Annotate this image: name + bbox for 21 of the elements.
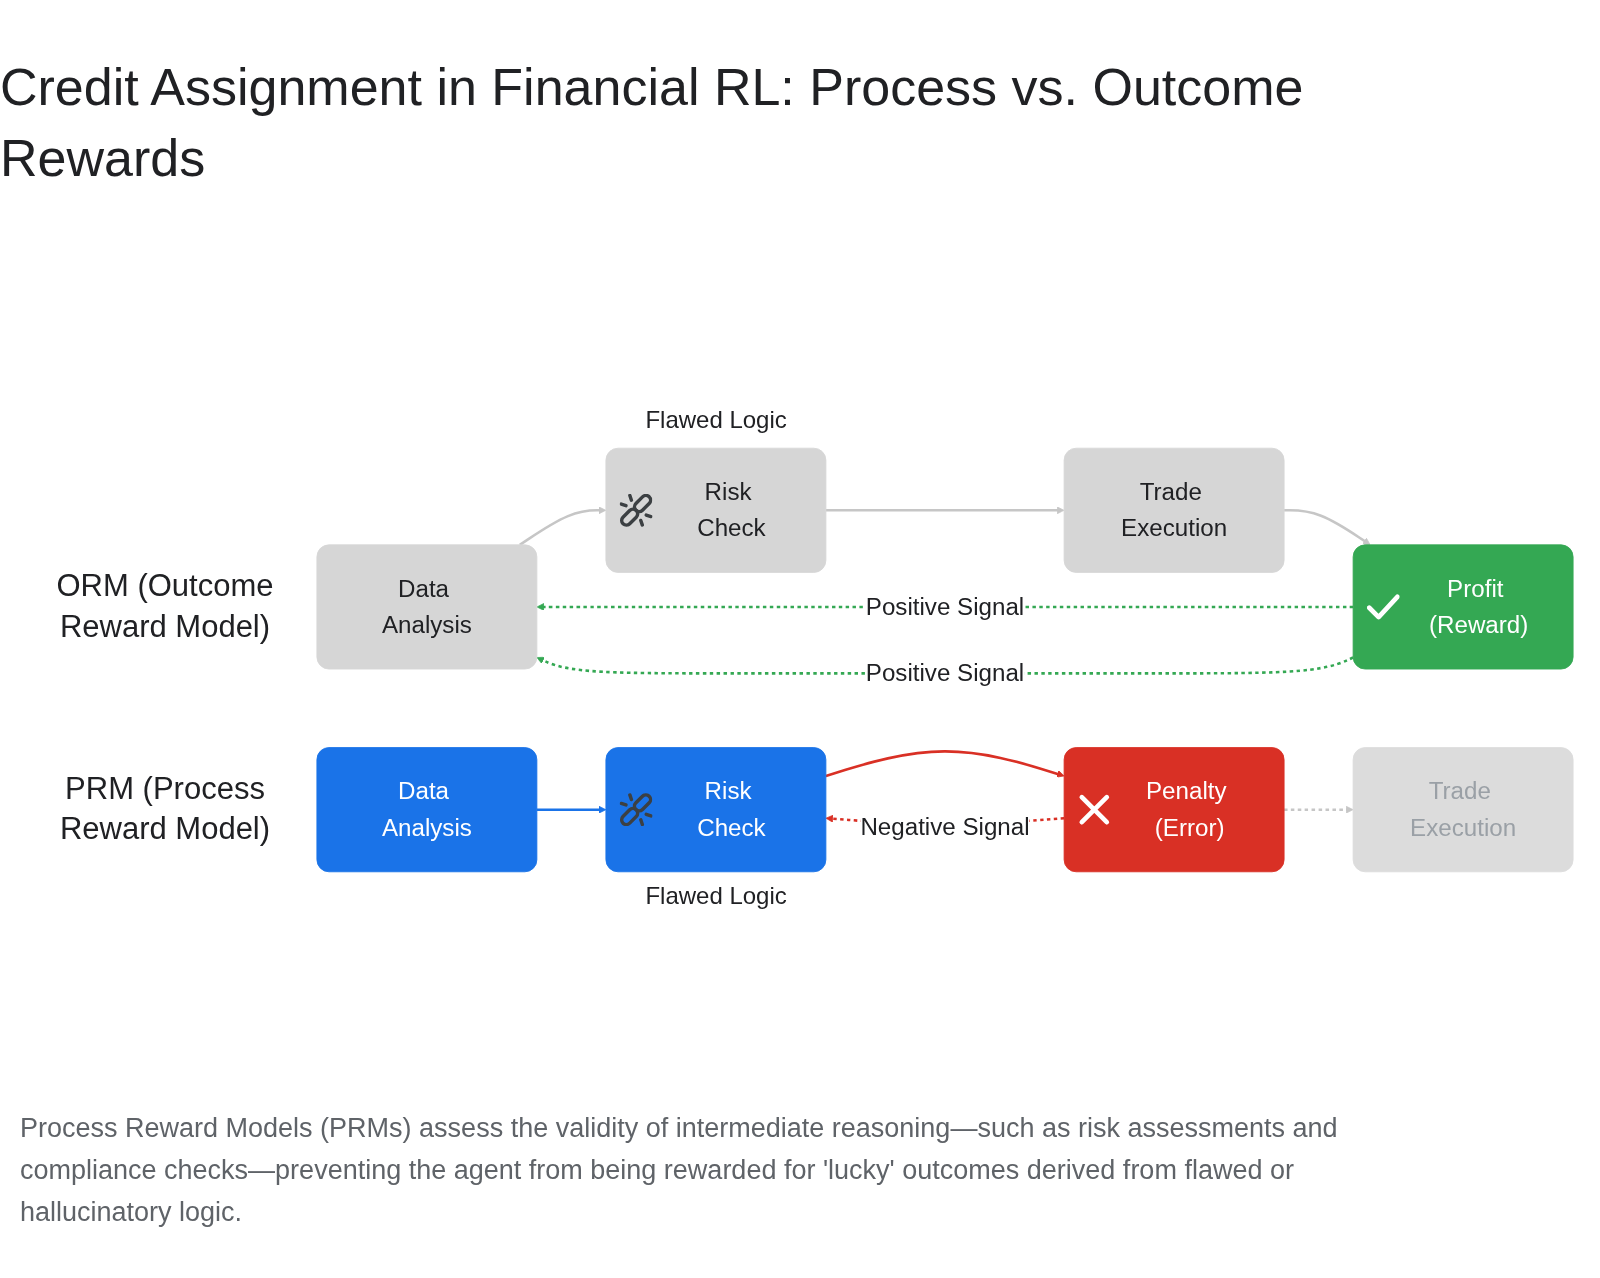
process-box: Trade Execution bbox=[1063, 447, 1285, 573]
row-label: PRM (Process Reward Model) bbox=[58, 770, 272, 849]
process-box: Profit (Reward) bbox=[1352, 544, 1574, 670]
process-box: Data Analysis bbox=[316, 747, 538, 873]
step-note: Flawed Logic bbox=[645, 881, 787, 910]
arrow bbox=[825, 750, 1065, 778]
arrow bbox=[825, 506, 1065, 515]
edge-label: Positive Signal bbox=[865, 659, 1025, 687]
arrow bbox=[1284, 805, 1354, 814]
step-note: Flawed Logic bbox=[645, 406, 787, 435]
arrow bbox=[536, 805, 607, 814]
arrow bbox=[519, 506, 607, 546]
diagram-title: Credit Assignment in Financial RL: Process vs. Outcome Rewards bbox=[0, 57, 1305, 189]
process-box: Data Analysis bbox=[316, 544, 538, 670]
arrow bbox=[1284, 509, 1371, 546]
caption-text: Process Reward Models (PRMs) assess the validity of intermediate reasoning—such as risk assessments and compliance checks—preventing the agent from being rewarded for 'lucky' outcomes derived from flawed or hallucinatory logic. bbox=[20, 1112, 1339, 1229]
process-box: Penalty (Error) bbox=[1063, 747, 1285, 873]
process-box: Risk Check bbox=[605, 747, 827, 873]
process-box: Risk Check bbox=[605, 447, 827, 573]
process-box: Trade Execution bbox=[1352, 747, 1574, 873]
row-label: ORM (Outcome Reward Model) bbox=[55, 567, 275, 646]
